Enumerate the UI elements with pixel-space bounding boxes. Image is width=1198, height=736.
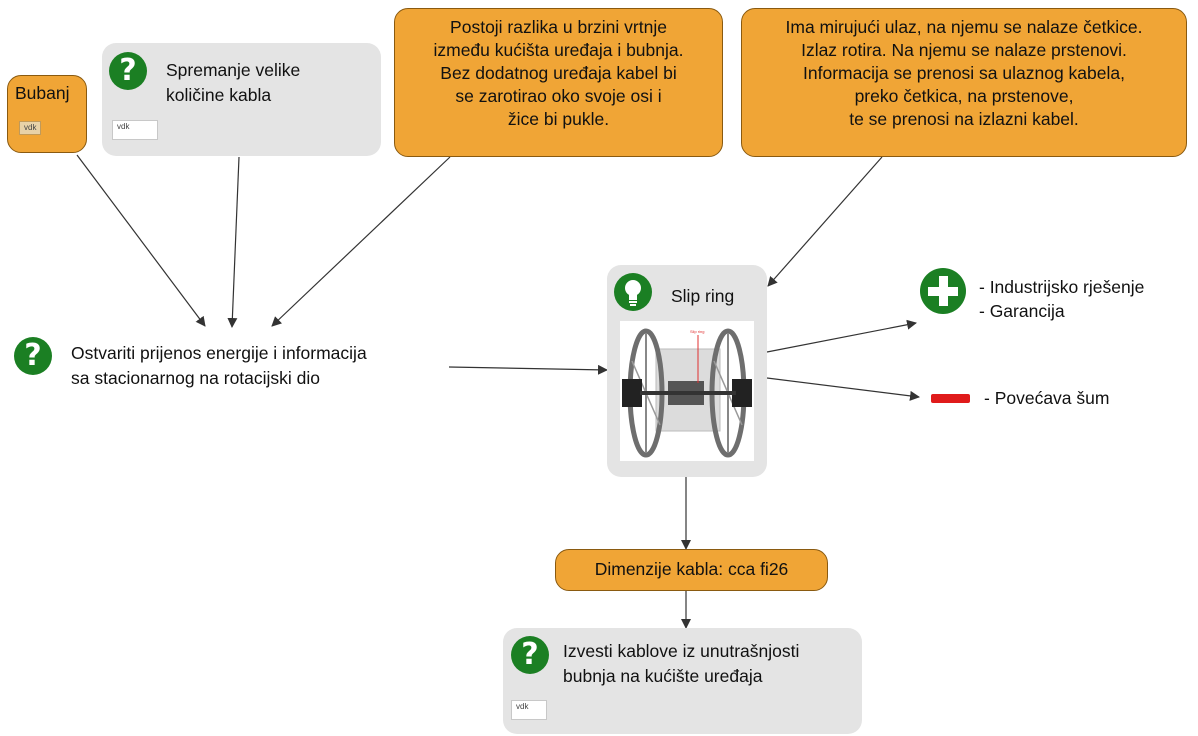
node-dimenzije[interactable]: Dimenzije kabla: cca fi26 (555, 549, 828, 591)
node-izvesti-line1: Izvesti kablove iz unutrašnjosti (563, 641, 800, 661)
node-razlika-line5: žice bi pukle. (507, 109, 610, 129)
node-ostvariti[interactable]: ? Ostvariti prijenos energije i informac… (12, 335, 452, 395)
node-mirujuci-line1: Ima mirujući ulaz, na njemu se nalaze če… (785, 17, 1143, 37)
plus-icon (920, 268, 966, 314)
node-mirujuci-line4: preko četkica, na prstenove, (854, 86, 1074, 106)
node-razlika-line4: se zarotirao oko svoje osi i (455, 86, 662, 106)
node-ostvariti-line2: sa stacionarnog na rotacijski dio (71, 368, 321, 388)
node-pro[interactable]: - Industrijsko rješenje - Garancija (920, 268, 1190, 328)
node-izvesti-line2: bubnja na kućište uređaja (563, 666, 763, 686)
node-spremanje-line2: količine kabla (166, 85, 272, 105)
edge-slipring-to-pro (766, 319, 917, 353)
node-razlika-line3: Bez dodatnog uređaja kabel bi (440, 63, 677, 83)
edge-razlika-to-ostvariti (271, 156, 451, 327)
slip-ring-image-label: Slip ring (690, 329, 704, 334)
node-pro-line2: - Garancija (979, 301, 1065, 321)
question-icon: ? (511, 636, 549, 674)
edge-bubanj-to-ostvariti (76, 154, 206, 327)
node-ostvariti-line1: Ostvariti prijenos energije i informacij… (71, 343, 367, 363)
node-mirujuci[interactable]: Ima mirujući ulaz, na njemu se nalaze če… (741, 8, 1187, 157)
node-con[interactable]: - Povećava šum (928, 385, 1168, 415)
node-bubanj[interactable]: Bubanj vdk (7, 75, 87, 153)
lightbulb-icon (614, 273, 652, 311)
node-mirujuci-line5: te se prenosi na izlazni kabel. (849, 109, 1079, 129)
edge-spremanje-to-ostvariti (227, 156, 240, 328)
node-razlika-line2: između kućišta uređaja i bubnja. (433, 40, 684, 60)
node-slipring[interactable]: Slip ring Slip ring (607, 265, 767, 477)
question-icon: ? (109, 52, 147, 90)
tag-vdk: vdk (19, 121, 42, 135)
node-bubanj-label: Bubanj (15, 83, 70, 103)
node-slipring-label: Slip ring (671, 286, 735, 306)
node-mirujuci-line3: Informacija se prenosi sa ulaznog kabela… (803, 63, 1125, 83)
node-spremanje[interactable]: ? Spremanje velike količine kabla vdk (102, 43, 381, 156)
node-dimenzije-label: Dimenzije kabla: cca fi26 (594, 559, 789, 579)
node-spremanje-line1: Spremanje velike (166, 60, 301, 80)
tag-vdk: vdk (112, 120, 158, 140)
tag-vdk: vdk (511, 700, 547, 720)
node-izvesti[interactable]: ? Izvesti kablove iz unutrašnjosti bubnj… (503, 628, 862, 734)
edge-mirujuci-to-slipring (767, 156, 883, 287)
edge-slipring-to-con (766, 377, 920, 401)
node-pro-line1: - Industrijsko rješenje (979, 277, 1145, 297)
node-razlika[interactable]: Postoji razlika u brzini vrtnje između k… (394, 8, 723, 157)
node-con-line1: - Povećava šum (984, 388, 1110, 408)
node-razlika-line1: Postoji razlika u brzini vrtnje (450, 17, 667, 37)
minus-icon (931, 394, 970, 403)
node-mirujuci-line2: Izlaz rotira. Na njemu se nalaze prsteno… (801, 40, 1127, 60)
cable-reel-image: Slip ring (620, 321, 754, 461)
question-icon: ? (14, 337, 52, 375)
edge-ostvariti-to-slipring (448, 364, 608, 375)
